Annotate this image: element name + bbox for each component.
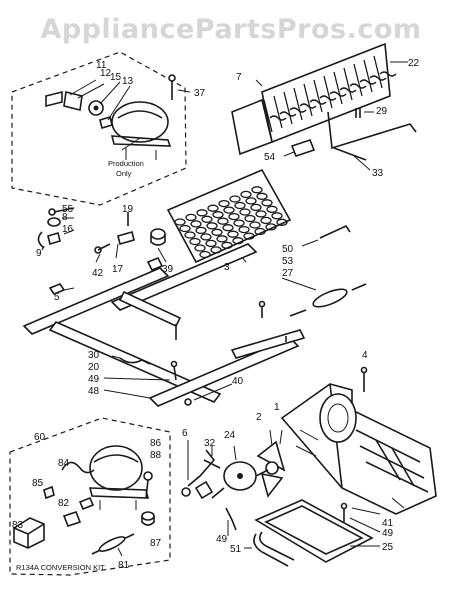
callout-label: 50 (282, 244, 294, 255)
production-note-line2: Only (116, 169, 132, 178)
screw-49-48 (103, 360, 233, 406)
callout-label: 24 (224, 430, 236, 441)
callout-label: 88 (150, 450, 162, 461)
bracket-20 (111, 355, 151, 365)
callout-label: 42 (92, 268, 104, 279)
fan-shroud-41 (280, 383, 437, 515)
callout-label: 29 (376, 106, 388, 117)
callout-label: 6 (182, 428, 188, 439)
callout-label: 87 (150, 538, 162, 549)
callout-label: 15 (110, 72, 122, 83)
callout-label: 3 (224, 262, 230, 273)
relay-parts-mid (94, 212, 135, 263)
callout-label: 30 (88, 350, 100, 361)
callout-label: 53 (282, 256, 294, 267)
callout-label: 85 (32, 478, 44, 489)
callout-label: 33 (372, 168, 384, 179)
callout-label: 2 (256, 412, 262, 423)
callout-label: 51 (230, 544, 242, 555)
callout-label: 17 (112, 264, 124, 275)
callout-label: 13 (122, 76, 134, 87)
callout-label: 20 (88, 362, 100, 373)
compressor-kit-group (11, 51, 187, 206)
callout-label: 84 (58, 458, 70, 469)
callout-label: 86 (150, 438, 162, 449)
callout-label: 60 (34, 432, 46, 443)
base-frame (22, 243, 306, 407)
callout-label: 11 (96, 60, 107, 71)
callout-label: 5 (54, 292, 60, 303)
callout-label: 81 (118, 560, 130, 571)
r134a-conversion-kit (9, 417, 171, 576)
fan-motor-24 (181, 440, 269, 536)
drain-pan-25 (244, 499, 381, 567)
relay-parts-left (37, 207, 75, 251)
grommet-39 (150, 228, 167, 263)
callout-label: 7 (236, 72, 242, 83)
production-note-line1: Production (108, 159, 144, 168)
callout-label: 54 (264, 152, 276, 163)
callout-label: 4 (362, 350, 368, 361)
screw-4 (360, 366, 368, 392)
screw-37 (168, 74, 191, 100)
evaporator-coil (166, 168, 292, 264)
callout-label: 22 (408, 58, 420, 69)
clip-29 (355, 108, 374, 118)
callout-label: 49 (216, 534, 228, 545)
block-54 (283, 139, 316, 157)
callout-label: 40 (232, 376, 244, 387)
tube-33 (327, 111, 417, 171)
callout-label: 39 (162, 264, 174, 275)
callout-label: 8 (62, 212, 68, 223)
callout-label: 12 (100, 68, 112, 79)
callout-label: 37 (194, 88, 206, 99)
callout-label: 48 (88, 386, 100, 397)
callout-label: 9 (36, 248, 42, 259)
callout-label: 41 (382, 518, 394, 529)
callout-label: 25 (382, 542, 394, 553)
callout-label: 83 (12, 520, 24, 531)
callout-label: 49 (382, 528, 394, 539)
callout-label: 1 (274, 402, 280, 413)
callout-label: 32 (204, 438, 216, 449)
condenser-coil (231, 42, 408, 156)
watermark: AppliancePartsPros.com (40, 14, 422, 45)
callout-label: 82 (58, 498, 70, 509)
callout-label: 19 (122, 204, 134, 215)
callout-label: 49 (88, 374, 100, 385)
fan-blade-2 (256, 429, 286, 498)
kit-label: R134A CONVERSION KIT (16, 563, 105, 572)
callout-label: 55 (62, 204, 74, 215)
callout-label: 16 (62, 224, 74, 235)
callout-label: 27 (282, 268, 294, 279)
drier-27 (258, 224, 367, 318)
